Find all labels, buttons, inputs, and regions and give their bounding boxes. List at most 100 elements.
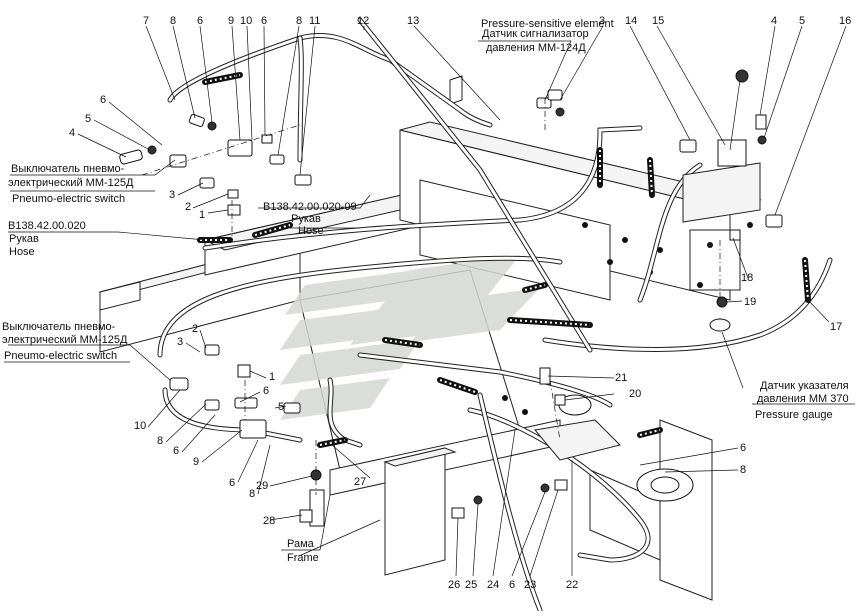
switch-lower — [169, 377, 189, 391]
frame-en: Frame — [287, 552, 319, 564]
fitting-10-top — [261, 134, 273, 144]
plug-18 — [729, 229, 741, 241]
valve-knob — [735, 69, 749, 83]
callouts-left-upper: 6 5 4 3 2 1 — [69, 94, 205, 221]
boss-right-inner — [650, 476, 680, 494]
callout-6: 6 — [261, 15, 267, 27]
gauge-ru1: Датчик указателя — [760, 380, 849, 392]
nut-19 — [716, 296, 728, 308]
switch-bottom-en: Pneumo-electric switch — [4, 350, 117, 362]
tee-1-lower — [237, 364, 251, 378]
bolt-23 — [554, 479, 568, 491]
nut-6-lower — [234, 397, 258, 409]
hose-left-en: Hose — [9, 246, 35, 258]
callout-27: 27 — [354, 476, 366, 488]
callout-13: 13 — [407, 15, 419, 27]
callout-5: 5 — [278, 401, 284, 413]
callout-11: 11 — [309, 15, 320, 27]
callout-6: 6 — [509, 579, 515, 591]
callout-21: 21 — [615, 372, 627, 384]
washer-5-right — [757, 135, 767, 145]
pressure-sensitive-ru1: Датчик сигнализатор — [482, 28, 589, 40]
bolt-4-right — [755, 114, 767, 130]
nut-8-top — [188, 113, 205, 128]
tee-9-top — [227, 139, 253, 157]
coupling-11 — [294, 174, 312, 186]
frame-bracket — [99, 281, 141, 311]
callout-22: 22 — [566, 579, 578, 591]
centre-lines — [141, 98, 721, 495]
callout-23: 23 — [524, 579, 536, 591]
hose-left-ru: Рукав — [9, 233, 39, 245]
fitting-28 — [309, 489, 325, 527]
label-frame: Рама Frame — [287, 538, 319, 564]
callout-2: 2 — [192, 323, 198, 335]
valve-lever — [729, 79, 741, 151]
gauge-en: Pressure gauge — [755, 409, 833, 421]
callout-8: 8 — [249, 488, 255, 500]
callout-8: 8 — [170, 15, 176, 27]
callout-28: 28 — [263, 515, 275, 527]
callout-15: 15 — [652, 15, 664, 27]
frame-top-post — [449, 75, 463, 105]
callout-8: 8 — [740, 464, 746, 476]
switch-bottom-ru2: электрический ММ-125Д — [2, 334, 128, 346]
switch-top-ru2: электрический ММ-125Д — [8, 177, 134, 189]
callout-7: 7 — [143, 15, 149, 27]
fitting-2-upper — [227, 189, 239, 199]
callout-1: 1 — [269, 371, 275, 383]
callout-8: 8 — [296, 15, 302, 27]
callout-3: 3 — [599, 15, 605, 27]
callout-1: 1 — [199, 209, 205, 221]
fitting-14 — [679, 139, 697, 153]
tee-9-lower — [239, 419, 267, 439]
frame-right-post — [659, 419, 713, 601]
cap-4-upper — [119, 149, 143, 165]
valve-body-center — [534, 419, 621, 461]
pipe-left-lower — [162, 387, 303, 443]
callouts-bottom: 26 25 24 6 23 22 — [448, 579, 578, 591]
frame-ru: Рама — [287, 538, 315, 550]
washer-sensor — [555, 107, 565, 117]
callout-24: 24 — [487, 579, 499, 591]
callout-26: 26 — [448, 579, 460, 591]
gauge-ru2: давления ММ 370 — [757, 393, 849, 405]
valve-block-15 — [682, 162, 761, 223]
callout-3: 3 — [177, 336, 183, 348]
label-gauge: Датчик указателя давления ММ 370 Pressur… — [755, 380, 849, 421]
callout-17: 17 — [830, 321, 842, 333]
label-switch-top: Выключатель пневмо- электрический ММ-125… — [8, 163, 134, 205]
washer-25 — [473, 495, 483, 505]
callout-29: 29 — [256, 480, 268, 492]
callout-6: 6 — [197, 15, 203, 27]
callout-14: 14 — [625, 15, 637, 27]
callout-5: 5 — [85, 113, 91, 125]
tee-1-upper — [227, 204, 241, 216]
frame-front-post-top — [383, 447, 457, 467]
washer-6-top — [207, 121, 217, 131]
callout-10: 10 — [134, 420, 146, 432]
callout-20: 20 — [629, 388, 641, 400]
callout-6: 6 — [740, 442, 746, 454]
leader-lines — [77, 25, 847, 577]
washer-5-upper — [147, 145, 157, 155]
callout-6: 6 — [100, 94, 106, 106]
fittings — [119, 69, 783, 527]
callout-10: 10 — [240, 15, 252, 27]
callouts-left-lower: 2 3 1 6 5 10 8 6 9 6 8 29 28 27 — [134, 323, 366, 527]
callout-16: 16 — [839, 15, 851, 27]
callout-4: 4 — [771, 15, 777, 27]
callouts-top: 7 8 6 9 10 6 8 11 12 13 3 14 15 4 5 16 — [143, 15, 851, 27]
fitting-28-side — [299, 509, 313, 523]
pressure-sensitive-en: Pressure-sensitive element — [481, 18, 614, 30]
callout-6: 6 — [173, 445, 179, 457]
hose-mid-code: В138.42.00.020-09 — [263, 201, 357, 213]
frame-inner-member — [419, 179, 611, 301]
nut-3-lower — [204, 344, 220, 356]
switch-upper — [169, 154, 187, 168]
callout-12: 12 — [357, 15, 369, 27]
label-hose-mid: В138.42.00.020-09 Рукав Hose — [263, 201, 357, 237]
sensor-3-2 — [547, 89, 563, 101]
